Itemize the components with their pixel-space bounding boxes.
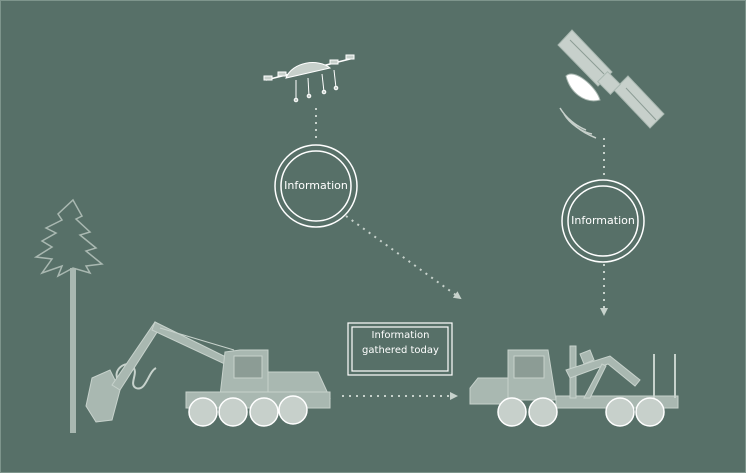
information-gathered-box (347, 322, 453, 376)
satellite-icon (557, 29, 665, 139)
drone-info-arrow (345, 215, 462, 300)
drone-information-circle (274, 144, 358, 228)
forwarder-wheels (497, 397, 665, 427)
connector-lines (315, 108, 608, 400)
satellite-information-circle (561, 179, 645, 263)
information-gathered-line1: Information (371, 330, 430, 341)
information-gathered-line2: gathered today (362, 345, 439, 356)
drone-information-label: Information (284, 179, 348, 192)
drone-icon (263, 54, 355, 103)
information-gathered-label: Information gathered today (354, 328, 447, 358)
harvester-icon (85, 321, 331, 423)
harvester-wheels (188, 395, 308, 427)
tree-icon (33, 198, 104, 433)
satellite-information-label: Information (571, 214, 635, 227)
